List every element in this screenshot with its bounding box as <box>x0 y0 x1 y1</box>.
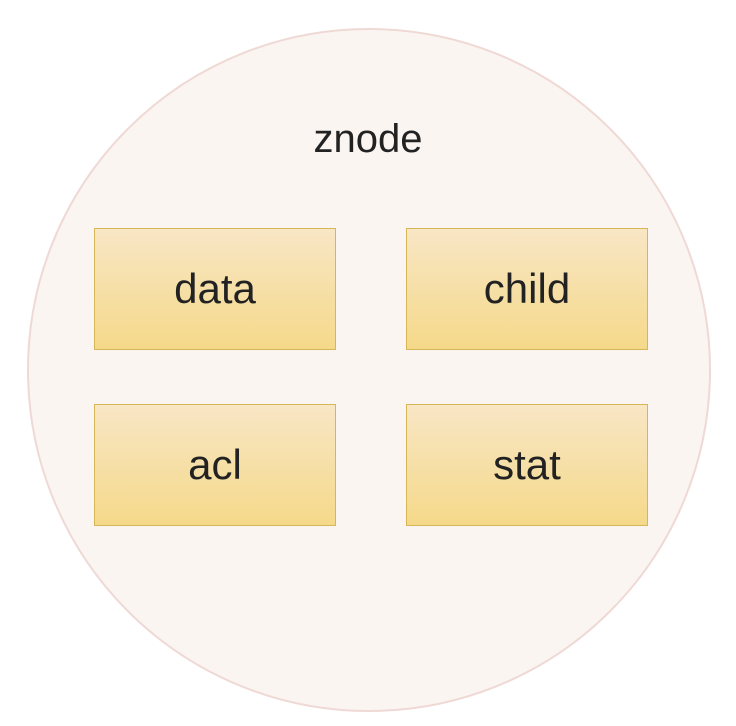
field-label-acl: acl <box>188 441 242 488</box>
field-label-stat: stat <box>493 441 561 488</box>
field-label-data: data <box>174 265 256 312</box>
field-box-data: data <box>94 228 336 350</box>
field-label-child: child <box>483 265 571 312</box>
znode-circle <box>27 28 711 712</box>
field-box-stat: stat <box>406 404 648 526</box>
znode-title: znode <box>313 117 423 161</box>
field-box-child: child <box>406 228 648 350</box>
field-box-acl: acl <box>94 404 336 526</box>
